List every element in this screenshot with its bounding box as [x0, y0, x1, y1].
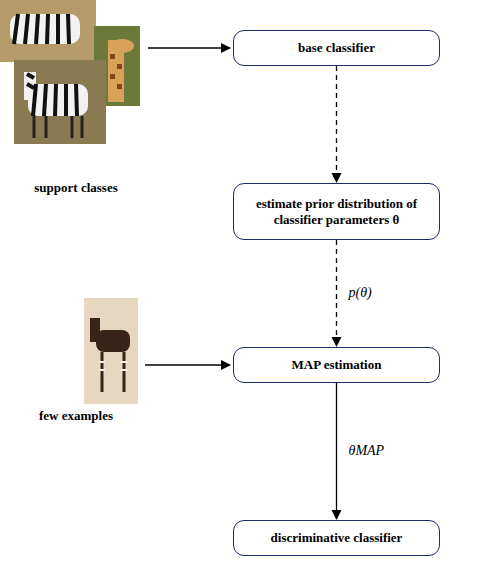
okapi-photo — [84, 298, 138, 404]
process-box: MAP estimation — [233, 347, 440, 383]
process-box: base classifier — [233, 30, 440, 66]
zebra-photo — [14, 60, 106, 144]
process-box: estimate prior distribution of classifie… — [233, 183, 440, 240]
flow-arrow — [336, 383, 337, 519]
edge-label: p(θ) — [347, 285, 374, 301]
zebra-photo — [0, 0, 96, 62]
picture-caption: few examples — [39, 408, 113, 424]
picture-caption: support classes — [34, 180, 117, 196]
input-arrow — [145, 364, 230, 365]
flow-arrow — [336, 66, 337, 182]
box-label: MAP estimation — [284, 357, 390, 373]
input-arrow — [148, 47, 230, 48]
flow-arrow — [336, 240, 337, 346]
box-label: discriminative classifier — [263, 530, 411, 546]
box-label: estimate prior distribution of classifie… — [234, 196, 439, 228]
box-label: base classifier — [290, 40, 383, 56]
edge-label: θMAP — [347, 443, 387, 459]
process-box: discriminative classifier — [233, 520, 440, 556]
